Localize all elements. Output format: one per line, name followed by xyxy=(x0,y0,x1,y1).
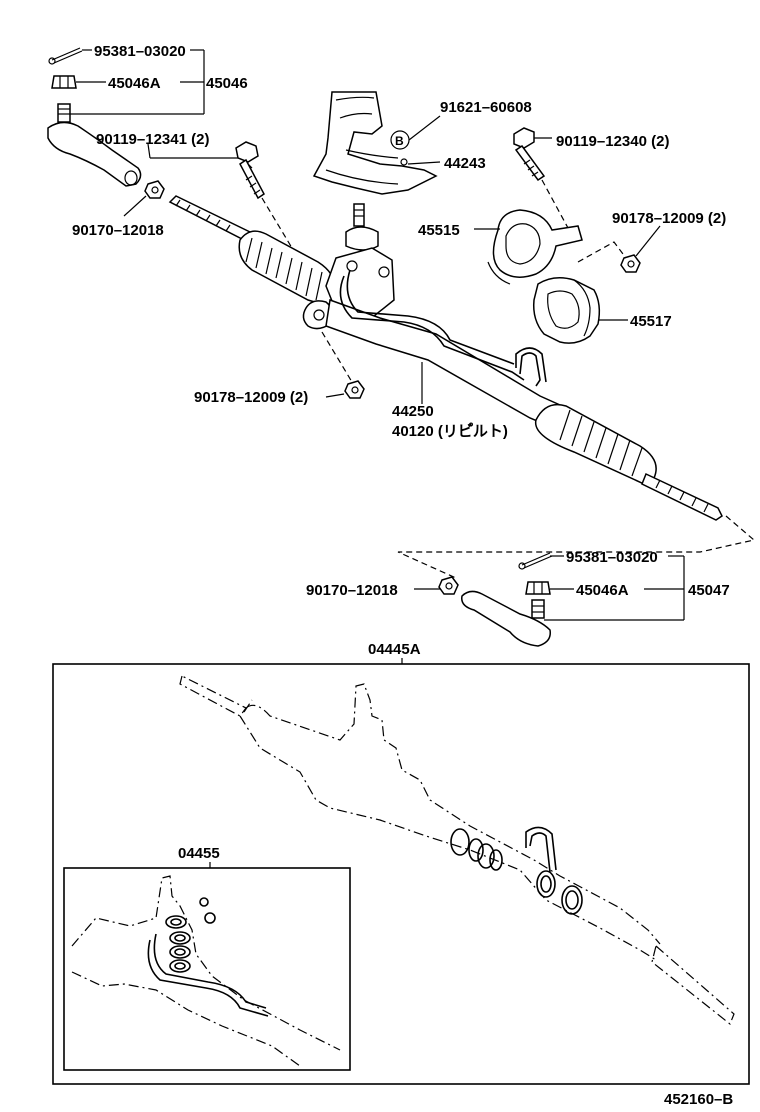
label-40120: 40120 (リビ゚ルト) xyxy=(392,422,508,440)
kit-box-04445a xyxy=(52,663,750,1085)
cotter-pin-top xyxy=(48,47,83,65)
bolt-dash-line-right xyxy=(541,179,569,229)
leader-90178-right xyxy=(635,225,661,257)
label-45515: 45515 xyxy=(418,222,460,239)
kit-rack-phantom-outline xyxy=(179,675,735,1025)
label-95381-top: 95381–03020 xyxy=(94,43,186,60)
label-95381-bottom: 95381–03020 xyxy=(566,549,658,566)
tie-rod-end-left xyxy=(47,103,142,187)
nut-90170-bottom xyxy=(438,576,459,595)
castle-nut-bottom xyxy=(525,581,551,595)
heat-insulator-44243 xyxy=(312,91,438,195)
label-04445a: 04445A xyxy=(368,641,421,658)
label-45047: 45047 xyxy=(688,582,730,599)
bolt-90119-12341 xyxy=(235,141,265,200)
label-90178-mid: 90178–12009 (2) xyxy=(194,389,308,406)
nut-dash-line-mid xyxy=(321,331,353,383)
label-04455: 04455 xyxy=(178,845,220,862)
label-91621-60608: 91621–60608 xyxy=(440,99,532,116)
b-marker-icon: B xyxy=(390,130,410,150)
kit-o-rings xyxy=(450,826,583,915)
steering-gear-housing xyxy=(168,195,723,521)
label-90170-top: 90170–12018 xyxy=(72,222,164,239)
label-45517: 45517 xyxy=(630,313,672,330)
svg-text:B: B xyxy=(395,134,404,148)
label-90170-bottom: 90170–12018 xyxy=(306,582,398,599)
kit-valve-phantom-outline xyxy=(71,875,341,1067)
nut-90178-mid xyxy=(344,380,365,399)
kit-box-04455 xyxy=(63,867,351,1071)
bracket-45515 xyxy=(487,209,583,285)
tie-rod-end-right xyxy=(461,590,551,647)
nut-dash-line-right xyxy=(577,241,627,263)
label-45046a-bottom: 45046A xyxy=(576,582,629,599)
label-45046a-top: 45046A xyxy=(108,75,161,92)
cotter-pin-bottom xyxy=(518,552,553,570)
label-44250: 44250 xyxy=(392,403,434,420)
nut-90178-right xyxy=(620,254,641,273)
label-44243: 44243 xyxy=(444,155,486,172)
bolt-90119-12340 xyxy=(513,127,546,182)
label-90119-12340: 90119–12340 (2) xyxy=(556,133,669,150)
bushing-45517 xyxy=(532,277,601,344)
figure-code: 452160–B xyxy=(664,1091,733,1108)
leaders-lower-right xyxy=(414,555,685,621)
leader-90178-mid xyxy=(325,393,345,398)
assembly-link-outline xyxy=(397,515,756,579)
label-90178-right: 90178–12009 (2) xyxy=(612,210,726,227)
leaders-upper-center xyxy=(407,115,441,165)
kit-seal-rings xyxy=(147,897,269,1017)
label-90119-12341: 90119–12341 (2) xyxy=(96,131,209,148)
castle-nut-top xyxy=(51,75,77,89)
label-45046: 45046 xyxy=(206,75,248,92)
nut-90170-top xyxy=(144,180,165,199)
